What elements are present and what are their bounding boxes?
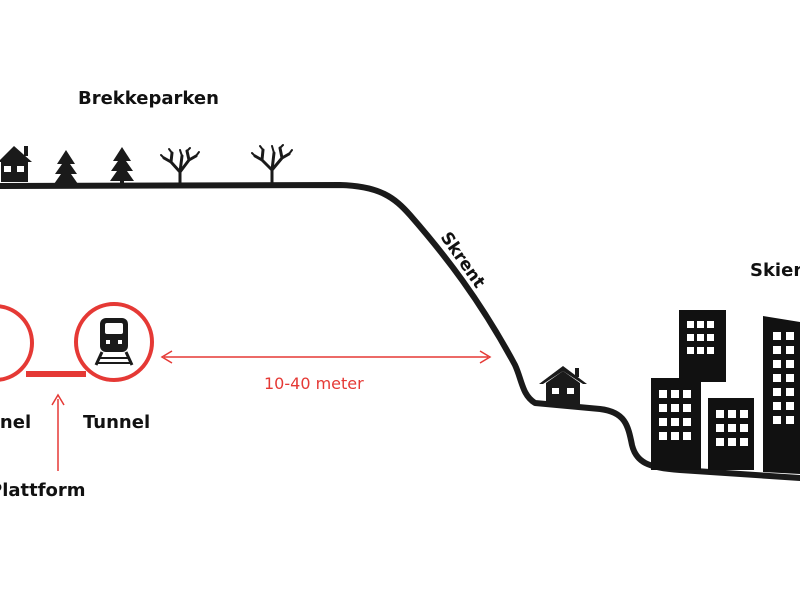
terrain-line: [0, 182, 800, 481]
platform-arrow: [51, 393, 65, 471]
tunnel-right-circle: [74, 302, 154, 382]
pine-tree-icon: [54, 150, 78, 188]
platform-label: Plattform: [0, 480, 86, 501]
house-top-icon: [0, 146, 32, 182]
tunnel-right-label: Tunnel: [83, 412, 150, 433]
train-right-icon: [94, 318, 134, 366]
pine-tree-icon: [110, 147, 134, 186]
house-bottom-icon: [539, 366, 587, 406]
bare-tree-icon: [251, 144, 293, 188]
distance-arrow: [160, 350, 492, 364]
bare-tree-icon: [160, 147, 200, 188]
city-label: Skien: [750, 260, 800, 281]
platform-connector: [26, 371, 86, 377]
tunnel-left-circle: [0, 304, 34, 382]
park-label: Brekkeparken: [78, 88, 219, 109]
tunnel-left-label: Tunnel: [0, 412, 31, 433]
city-buildings-icon: [651, 310, 800, 474]
distance-label: 10-40 meter: [264, 374, 364, 393]
